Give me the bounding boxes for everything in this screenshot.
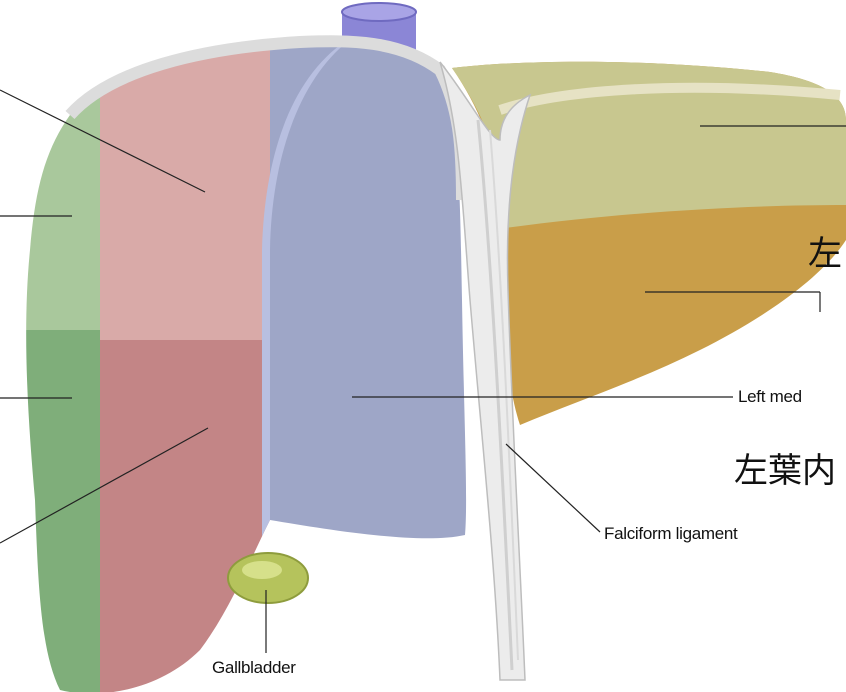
label-left-medial-jp: 左葉内	[734, 443, 836, 492]
label-falciform-ligament: Falciform ligament	[604, 524, 737, 544]
label-left-medial: Left med	[738, 387, 802, 407]
gallbladder-highlight	[242, 561, 282, 579]
leader-line-falciform	[506, 444, 600, 532]
label-gallbladder: Gallbladder	[212, 658, 296, 678]
label-left-lateral-jp: 左	[808, 226, 842, 275]
